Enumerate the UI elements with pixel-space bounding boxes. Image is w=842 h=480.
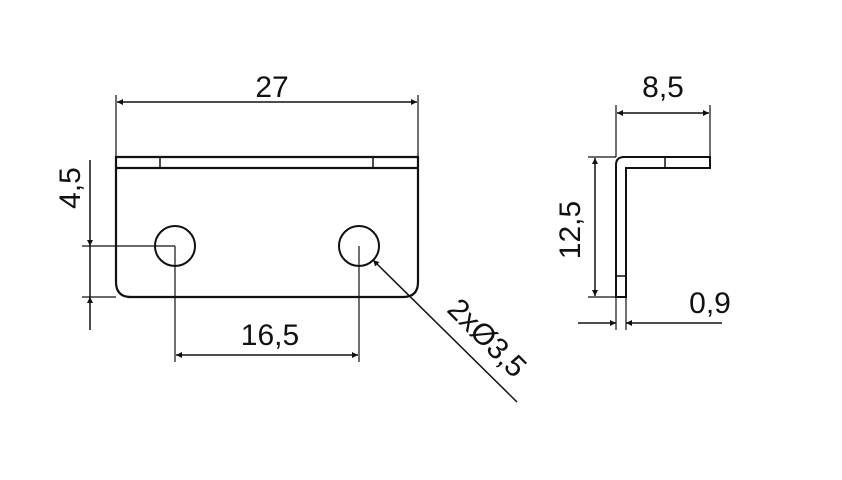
dimension-hole-edge: 4,5: [54, 160, 175, 330]
side-view: 8,5 12,5 0,9: [554, 71, 731, 330]
dimension-thickness: 0,9: [578, 287, 731, 330]
dim-label-height: 12,5: [554, 201, 587, 259]
dimension-hole-spacing: 16,5: [174, 246, 360, 362]
dim-label-hole-spacing: 16,5: [241, 319, 299, 352]
bracket-outline: [114, 155, 420, 299]
front-view: 27 4,5 16,5 2xØ3,5: [54, 71, 533, 403]
dimension-width: 27: [115, 71, 419, 157]
dim-label-hole-edge: 4,5: [54, 167, 87, 209]
dim-label-flange: 8,5: [642, 71, 684, 104]
dim-label-width: 27: [255, 71, 288, 104]
hole-callout: 2xØ3,5: [372, 259, 533, 403]
dimension-flange: 8,5: [615, 71, 711, 157]
dim-label-thickness: 0,9: [689, 287, 731, 320]
dimension-height: 12,5: [554, 156, 626, 298]
hole-callout-label: 2xØ3,5: [441, 292, 533, 384]
side-profile: [615, 156, 711, 298]
